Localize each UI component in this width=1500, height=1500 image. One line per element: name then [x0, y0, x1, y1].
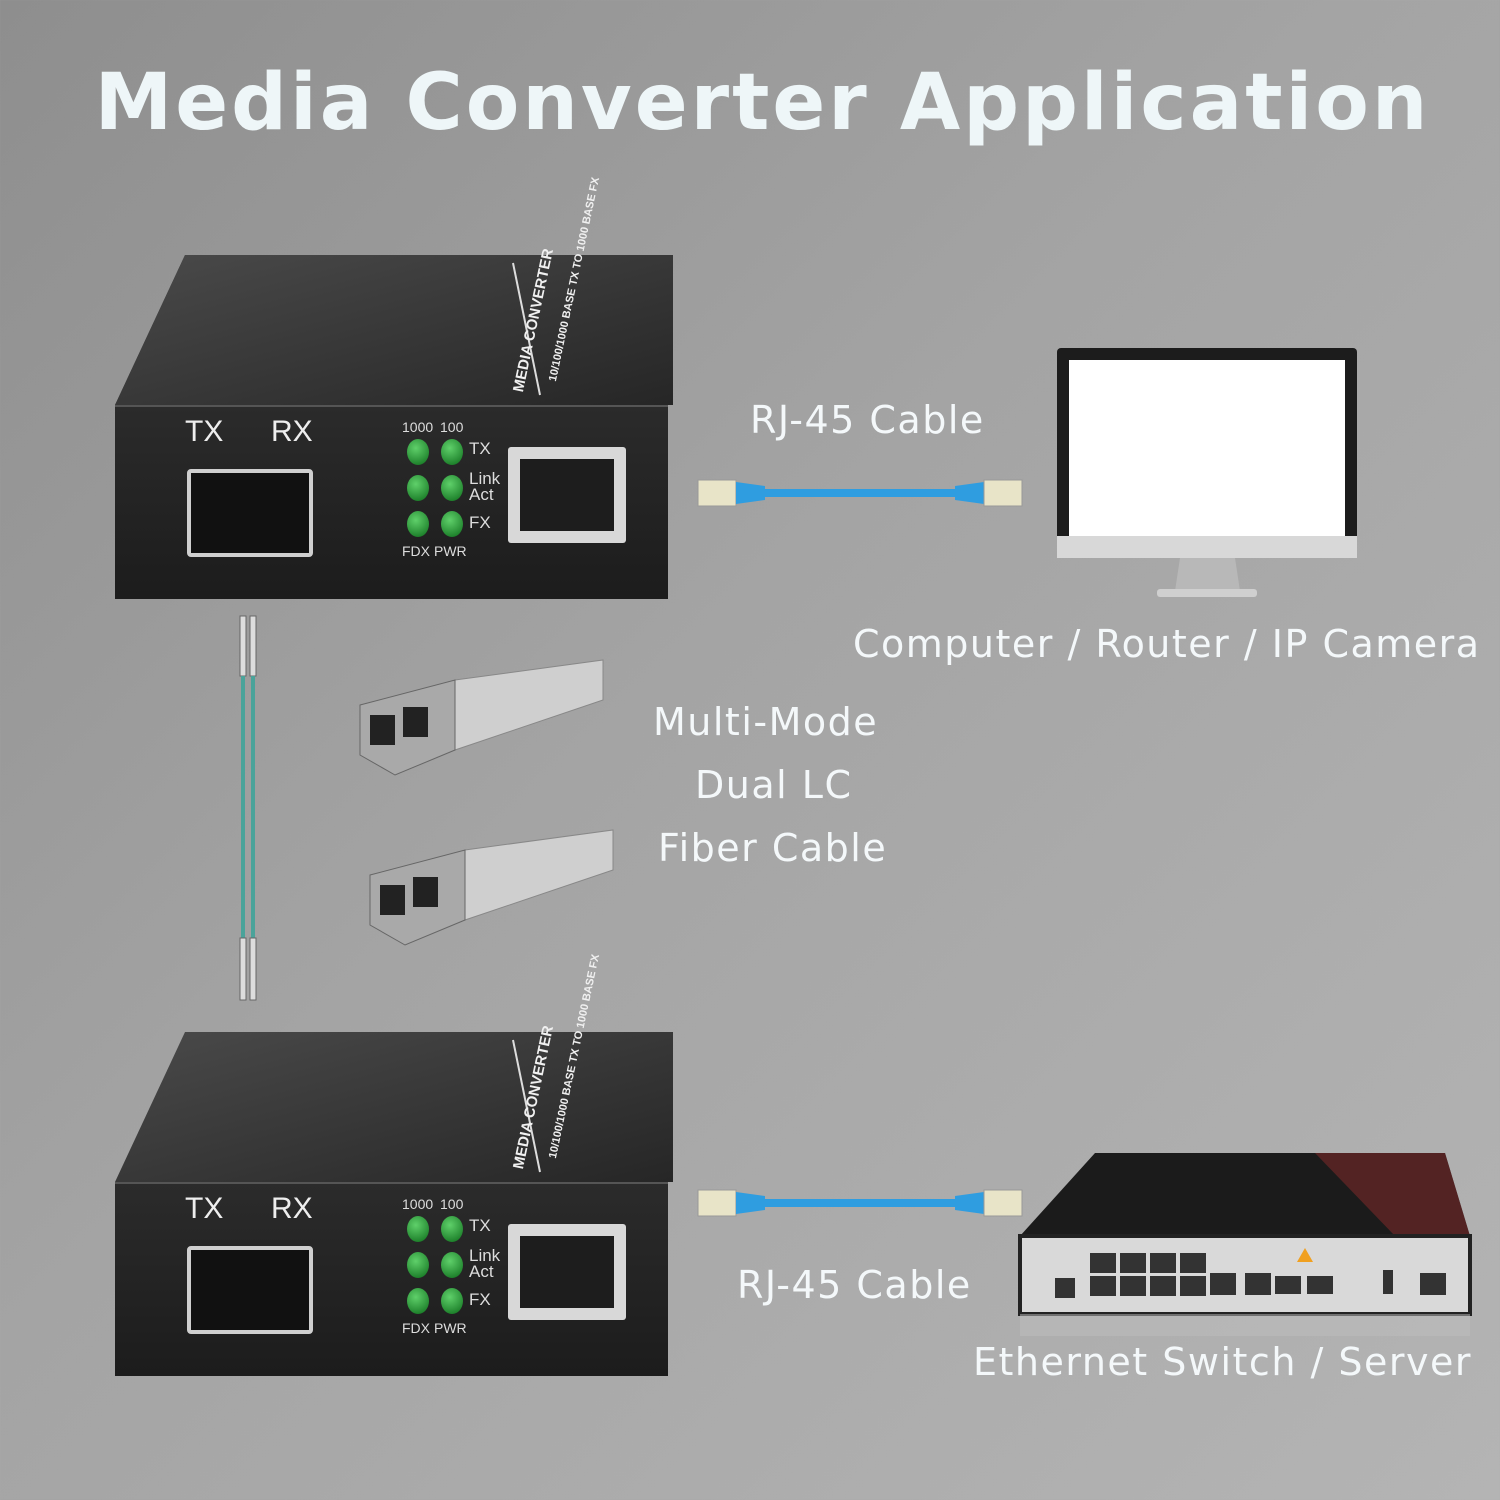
led-icon — [441, 439, 463, 465]
led-label-pwr: PWR — [434, 1320, 467, 1336]
led-label-100: 100 — [440, 419, 464, 435]
monitor-icon — [1057, 348, 1357, 597]
led-label-tx: TX — [469, 1216, 491, 1235]
led-icon — [407, 511, 429, 537]
tx-label: TX — [185, 415, 224, 448]
led-icon — [441, 1216, 463, 1242]
fiber-label-line1: Multi-Mode — [653, 700, 879, 744]
led-label-link: Link — [469, 1246, 501, 1265]
rx-label: RX — [271, 1192, 313, 1225]
led-label-act: Act — [469, 485, 494, 504]
led-label-tx: TX — [469, 439, 491, 458]
rj45-label-bottom: RJ-45 Cable — [737, 1263, 972, 1307]
rj45-port[interactable] — [508, 1224, 626, 1320]
led-icon — [407, 475, 429, 501]
led-icon — [407, 1252, 429, 1278]
led-icon — [407, 1288, 429, 1314]
fiber-label-line2: Dual LC — [695, 763, 853, 807]
led-icon — [441, 475, 463, 501]
led-label-pwr: PWR — [434, 543, 467, 559]
media-converter-top: MEDIA CONVERTER 10/100/1000 BASE TX TO 1… — [115, 176, 675, 605]
led-label-fx: FX — [469, 1290, 491, 1309]
led-icon — [407, 439, 429, 465]
led-label-fdx: FDX — [402, 543, 430, 559]
led-icon — [441, 1288, 463, 1314]
computer-label: Computer / Router / IP Camera — [853, 622, 1481, 666]
rx-label: RX — [271, 415, 313, 448]
led-icon — [441, 1252, 463, 1278]
rj45-cable-icon — [697, 479, 1023, 507]
led-label-link: Link — [469, 469, 501, 488]
sfp-port[interactable] — [187, 1246, 313, 1334]
ethernet-switch-icon — [1018, 1153, 1472, 1336]
led-icon — [441, 511, 463, 537]
sfp-port[interactable] — [187, 469, 313, 557]
rj45-port[interactable] — [508, 447, 626, 543]
converter-body-icon — [115, 1032, 673, 1182]
converter-front-panel: TX RX 1000 100 TX Link Act FX FDX PWR — [115, 1182, 668, 1376]
converter-front-panel: TX RX 1000 100 TX Link Act FX FDX PWR — [115, 405, 668, 599]
converter-body-icon — [115, 255, 673, 405]
sfp-module-icon — [359, 659, 604, 776]
led-label-1000: 1000 — [402, 419, 434, 435]
sfp-module-icon — [369, 829, 614, 946]
page-title: Media Converter Application — [94, 58, 1431, 148]
led-label-1000: 1000 — [402, 1196, 434, 1212]
rj45-cable-icon — [697, 1189, 1023, 1217]
led-label-fx: FX — [469, 513, 491, 532]
tx-label: TX — [185, 1192, 224, 1225]
lc-fiber-cable-icon — [239, 615, 257, 1001]
led-label-100: 100 — [440, 1196, 464, 1212]
led-label-act: Act — [469, 1262, 494, 1281]
media-converter-bottom: MEDIA CONVERTER 10/100/1000 BASE TX TO 1… — [115, 953, 675, 1382]
led-label-fdx: FDX — [402, 1320, 430, 1336]
switch-label: Ethernet Switch / Server — [973, 1340, 1472, 1384]
rj45-label-top: RJ-45 Cable — [750, 398, 985, 442]
led-icon — [407, 1216, 429, 1242]
fiber-label-line3: Fiber Cable — [658, 826, 888, 870]
